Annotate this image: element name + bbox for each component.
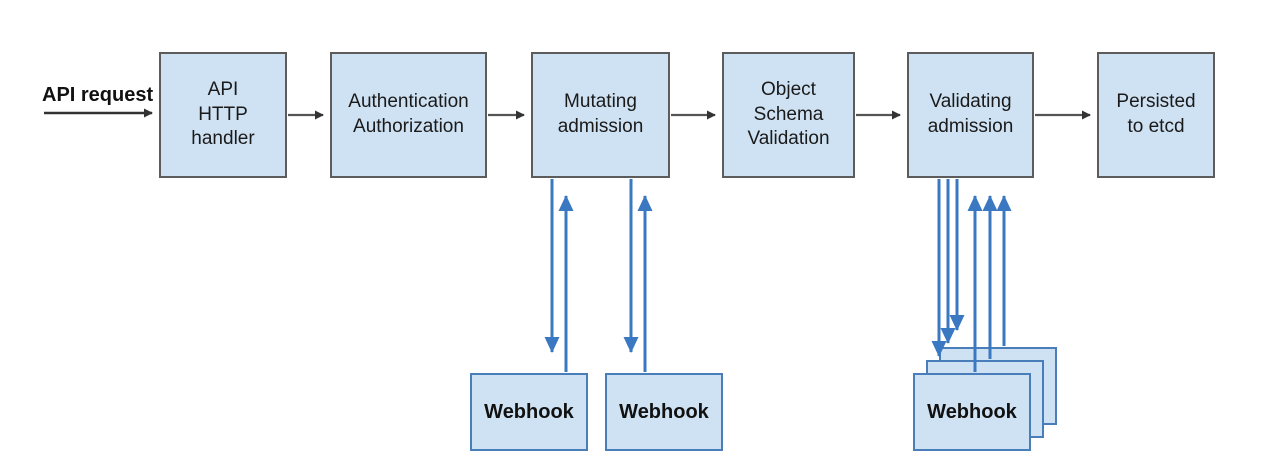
stage-box-mutating-admission[interactable]: Mutating admission [531,52,670,178]
entry-label-api-request: API request [42,84,154,106]
webhook-link-validating-down [931,179,965,357]
webhook-box-mutating-1[interactable]: Webhook [470,373,588,451]
stage-box-validating-admission[interactable]: Validating admission [907,52,1034,178]
stage-box-object-schema-validation[interactable]: Object Schema Validation [722,52,855,178]
webhook-box-mutating-2[interactable]: Webhook [605,373,723,451]
webhook-link-validating-up [967,195,1012,372]
stage-box-persisted-to-etcd[interactable]: Persisted to etcd [1097,52,1215,178]
stage-box-authentication-authorization[interactable]: Authentication Authorization [330,52,487,178]
stage-box-api-http-handler[interactable]: API HTTP handler [159,52,287,178]
webhook-link-mutating-2 [623,179,653,372]
webhook-link-mutating-1 [544,179,574,372]
webhook-box-validating[interactable]: Webhook [913,373,1031,451]
